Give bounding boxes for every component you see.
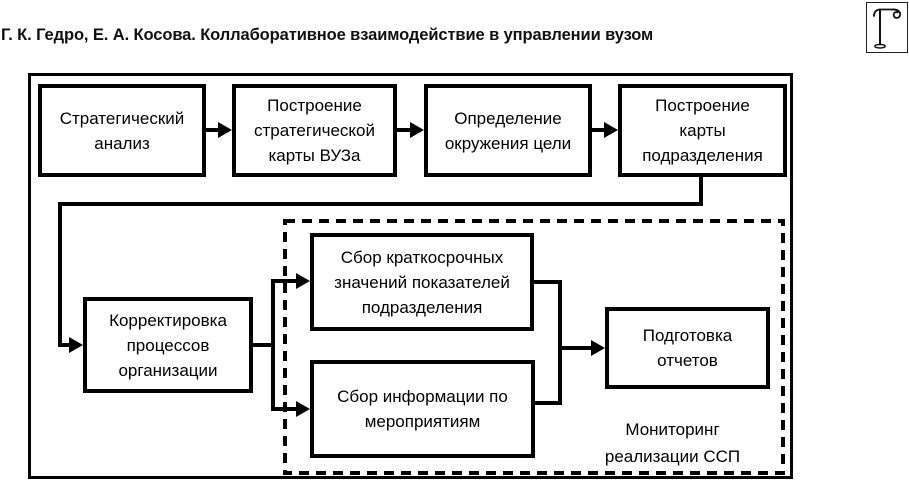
node-label: Подготовка отчетов bbox=[642, 326, 733, 370]
edge-line bbox=[58, 202, 703, 206]
edge-line bbox=[558, 280, 562, 405]
node-prepare-reports: Подготовка отчетов bbox=[605, 307, 770, 389]
arrowhead-icon bbox=[591, 340, 605, 356]
edge-line bbox=[699, 175, 703, 206]
node-label: Построение карты подразделения bbox=[642, 96, 763, 165]
node-label: Сбор краткосрочных значений показателей … bbox=[334, 247, 510, 317]
edge-line bbox=[533, 401, 562, 405]
journal-logo bbox=[866, 2, 908, 53]
edge-line bbox=[204, 128, 220, 132]
node-define-goal-environment: Определение окружения цели bbox=[424, 84, 592, 177]
node-label: Корректировка процессов организации bbox=[109, 310, 227, 380]
edge-line bbox=[590, 128, 606, 132]
arrowhead-icon bbox=[69, 337, 83, 353]
monitoring-region-label: Мониторинг реализации ССП bbox=[604, 420, 741, 466]
edge-line bbox=[271, 279, 275, 411]
node-strategic-analysis: Стратегический анализ bbox=[38, 84, 206, 177]
node-label: Сбор информации по мероприятиям bbox=[337, 387, 508, 431]
arrowhead-icon bbox=[410, 122, 424, 138]
page-header-title: Г. К. Гедро, Е. А. Косова. Коллаборативн… bbox=[1, 26, 654, 44]
logo-glyph-icon bbox=[873, 8, 902, 49]
edge-line bbox=[395, 128, 412, 132]
edge-line bbox=[271, 407, 297, 411]
node-label: Определение окружения цели bbox=[444, 108, 572, 153]
edge-line bbox=[532, 280, 562, 284]
node-build-department-map: Построение карты подразделения bbox=[618, 84, 787, 177]
node-label: Построение стратегической карты ВУЗа bbox=[254, 96, 375, 165]
node-collect-shortterm-values: Сбор краткосрочных значений показателей … bbox=[310, 233, 534, 331]
node-build-university-map: Построение стратегической карты ВУЗа bbox=[232, 84, 397, 177]
node-label: Стратегический анализ bbox=[59, 108, 185, 153]
edge-line bbox=[58, 202, 62, 347]
arrowhead-icon bbox=[296, 401, 310, 417]
edge-line bbox=[271, 279, 297, 283]
arrowhead-icon bbox=[218, 122, 232, 138]
edge-line bbox=[60, 343, 71, 347]
arrowhead-icon bbox=[296, 273, 310, 289]
edge-line bbox=[251, 343, 275, 347]
arrowhead-icon bbox=[604, 122, 618, 138]
node-adjust-processes: Корректировка процессов организации bbox=[83, 297, 253, 393]
edge-line bbox=[558, 346, 593, 350]
node-collect-event-info: Сбор информации по мероприятиям bbox=[310, 360, 535, 458]
